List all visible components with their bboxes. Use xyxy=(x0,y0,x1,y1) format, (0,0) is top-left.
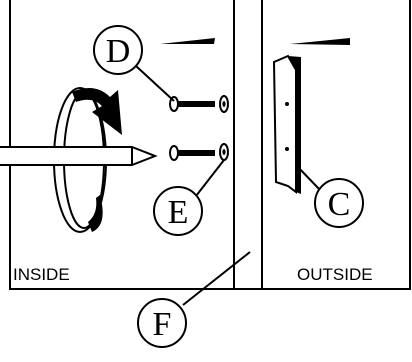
screw-e-icon xyxy=(169,143,229,161)
top-wedge-right xyxy=(290,38,350,45)
callout-e-circle xyxy=(153,186,203,236)
callout-c-circle xyxy=(314,178,364,228)
callout-e-letter: E xyxy=(168,194,189,231)
screwdriver-icon xyxy=(0,146,158,166)
bracket-c-icon xyxy=(272,54,301,194)
callout-f-letter: F xyxy=(153,306,172,343)
callout-f-circle xyxy=(137,298,187,348)
callout-c-letter: C xyxy=(328,186,351,223)
top-wedge-left xyxy=(160,38,215,44)
rotation-arrow-icon xyxy=(72,88,122,135)
panel-frame xyxy=(9,0,411,290)
callout-d-letter: D xyxy=(106,33,131,70)
callout-leaders xyxy=(135,65,321,306)
callout-d-circle xyxy=(93,25,143,75)
inside-label: INSIDE xyxy=(13,265,70,284)
outside-label: OUTSIDE xyxy=(297,265,373,284)
screw-d-icon xyxy=(169,95,229,113)
